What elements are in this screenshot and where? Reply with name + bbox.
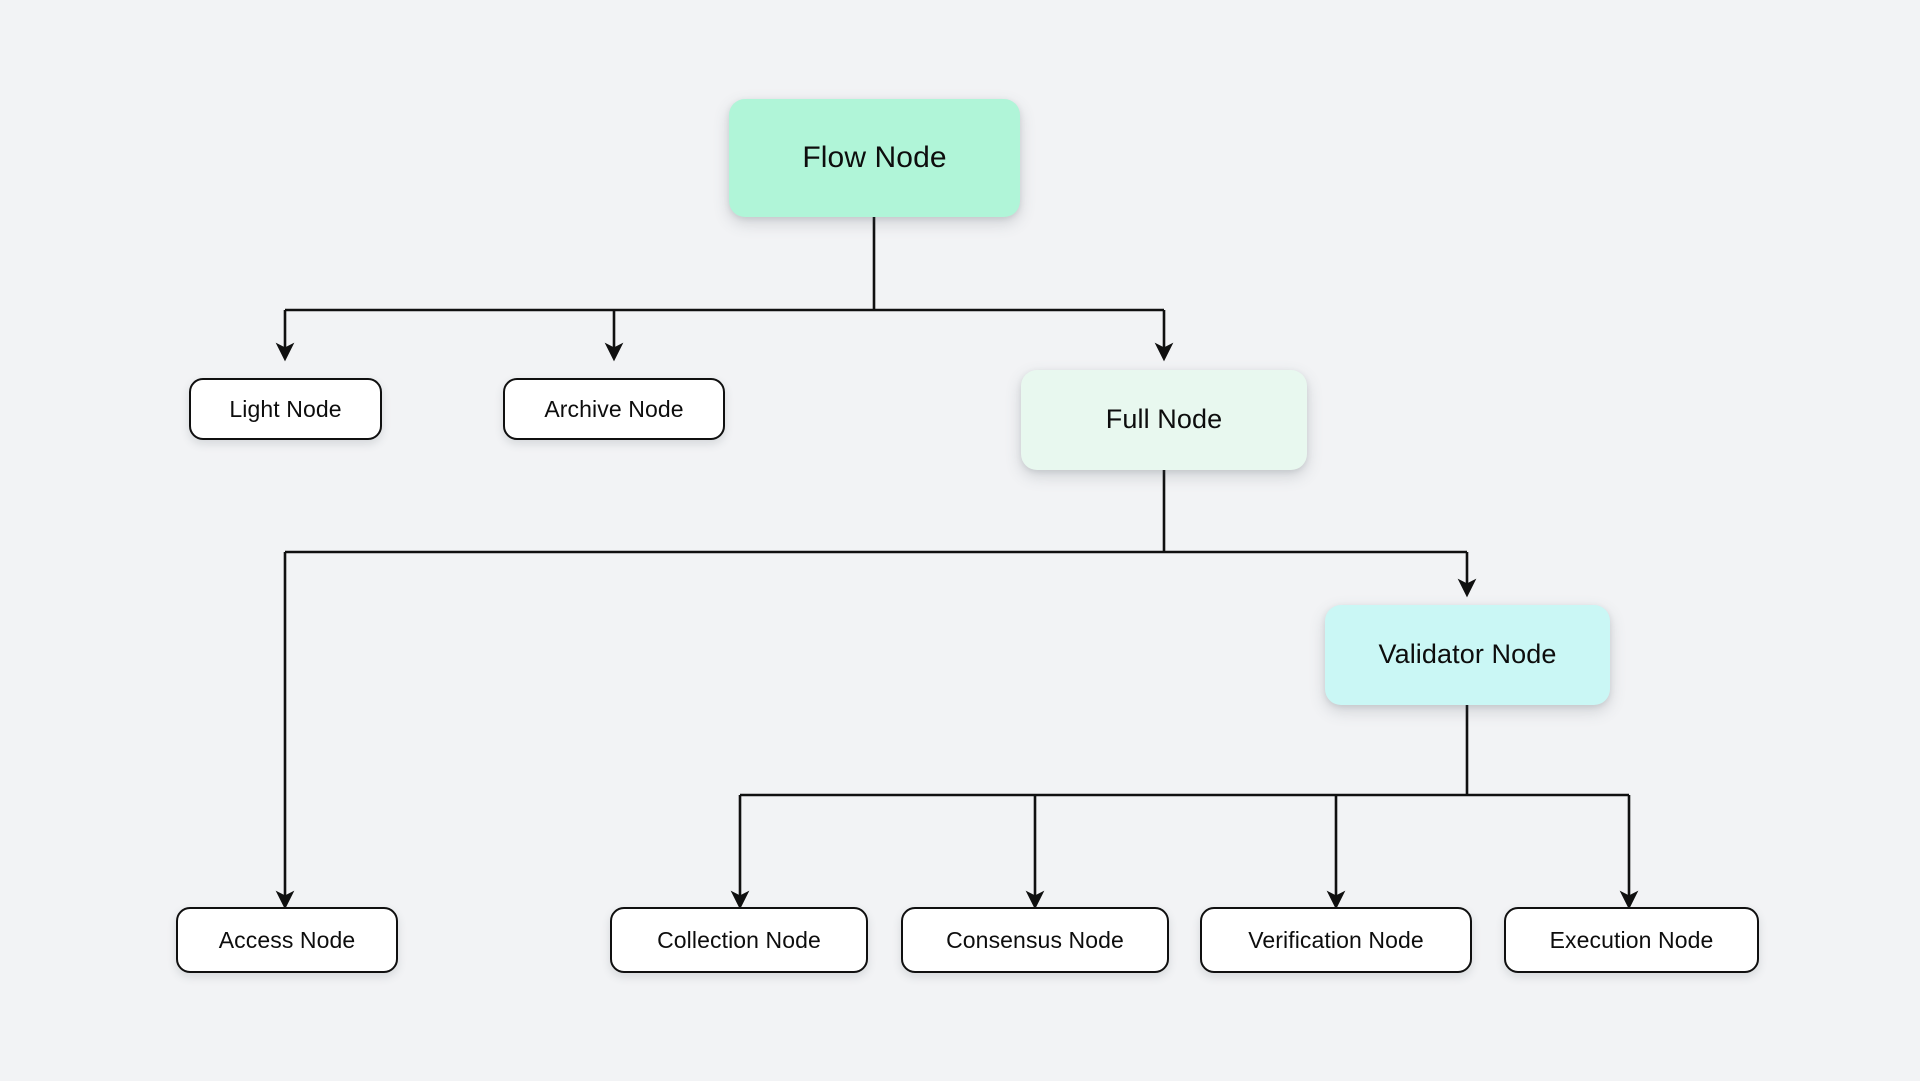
node-execution-node[interactable]: Execution Node xyxy=(1504,907,1759,973)
node-flow-node[interactable]: Flow Node xyxy=(729,99,1020,217)
node-verification-node[interactable]: Verification Node xyxy=(1200,907,1472,973)
node-validator-node[interactable]: Validator Node xyxy=(1325,605,1610,705)
edge-group-flow-children xyxy=(275,217,1174,362)
node-archive-node[interactable]: Archive Node xyxy=(503,378,725,440)
edge-group-validator-children xyxy=(730,705,1639,910)
node-full-node[interactable]: Full Node xyxy=(1021,370,1307,470)
node-access-node[interactable]: Access Node xyxy=(176,907,398,973)
node-collection-node[interactable]: Collection Node xyxy=(610,907,868,973)
node-consensus-node[interactable]: Consensus Node xyxy=(901,907,1169,973)
node-light-node[interactable]: Light Node xyxy=(189,378,382,440)
edge-group-full-children xyxy=(275,470,1477,910)
